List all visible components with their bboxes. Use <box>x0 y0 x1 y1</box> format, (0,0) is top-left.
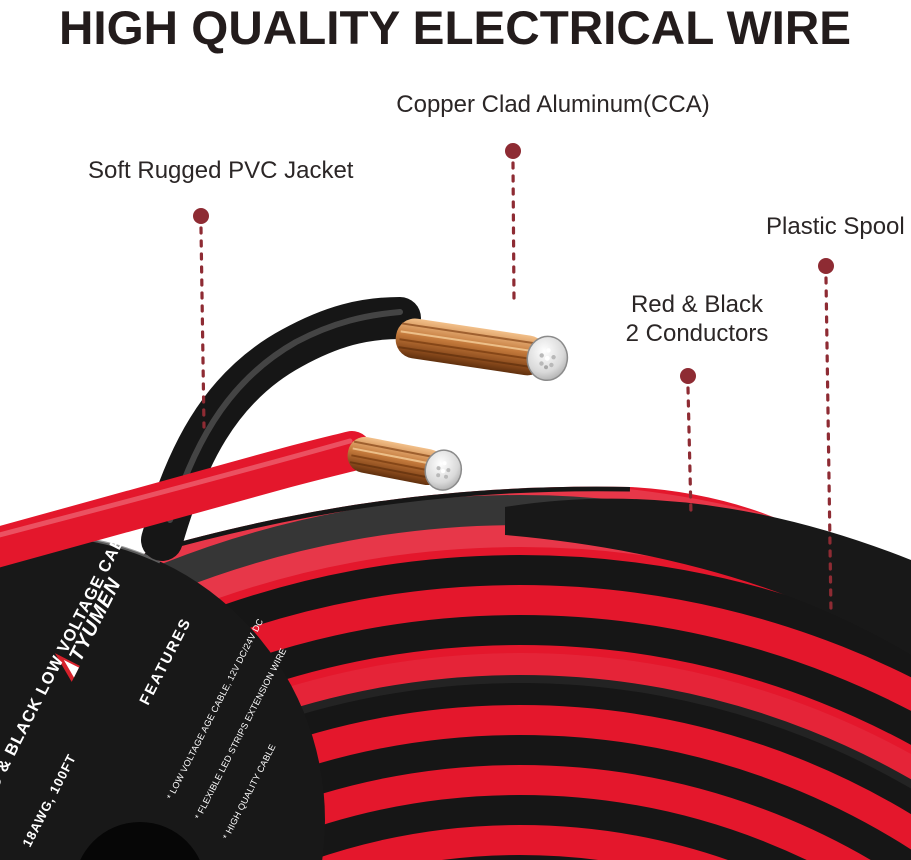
spool-hub <box>80 822 200 860</box>
callout-conductors-label-line1: Red & Black <box>631 291 764 318</box>
spool-flange <box>0 535 325 860</box>
wire-leads <box>0 297 569 568</box>
red-wire-gloss <box>0 438 353 538</box>
spool-far-flange-rim <box>505 498 911 655</box>
callout-spool-line <box>824 276 833 614</box>
callout-conductors-label-line2: 2 Conductors <box>626 320 769 347</box>
copper-strands-black-wire <box>395 318 569 382</box>
callout-cca-dot <box>505 143 521 159</box>
brand-logo-mark-inner <box>63 659 79 678</box>
strand-dots-black <box>539 348 556 370</box>
callout-cca-line <box>511 161 516 302</box>
callout-conductors-dot <box>680 368 696 384</box>
callout-pvc-dot <box>193 208 209 224</box>
callout-spool-dot <box>818 258 834 274</box>
red-wire-jacket <box>0 431 372 568</box>
callouts: Copper Clad Aluminum(CCA) Soft Rugged PV… <box>88 91 905 614</box>
callout-cca-label: Copper Clad Aluminum(CCA) <box>396 91 709 118</box>
page-title: HIGH QUALITY ELECTRICAL WIRE <box>59 1 851 54</box>
copper-strands-red-wire <box>347 436 463 491</box>
strand-dots-red <box>436 461 451 479</box>
callout-pvc-label: Soft Rugged PVC Jacket <box>88 157 354 184</box>
callout-conductors-line <box>686 386 693 516</box>
winding-sheen-2 <box>120 653 911 860</box>
black-wire-gloss <box>167 309 403 523</box>
callout-spool-label: Plastic Spool <box>766 213 905 240</box>
